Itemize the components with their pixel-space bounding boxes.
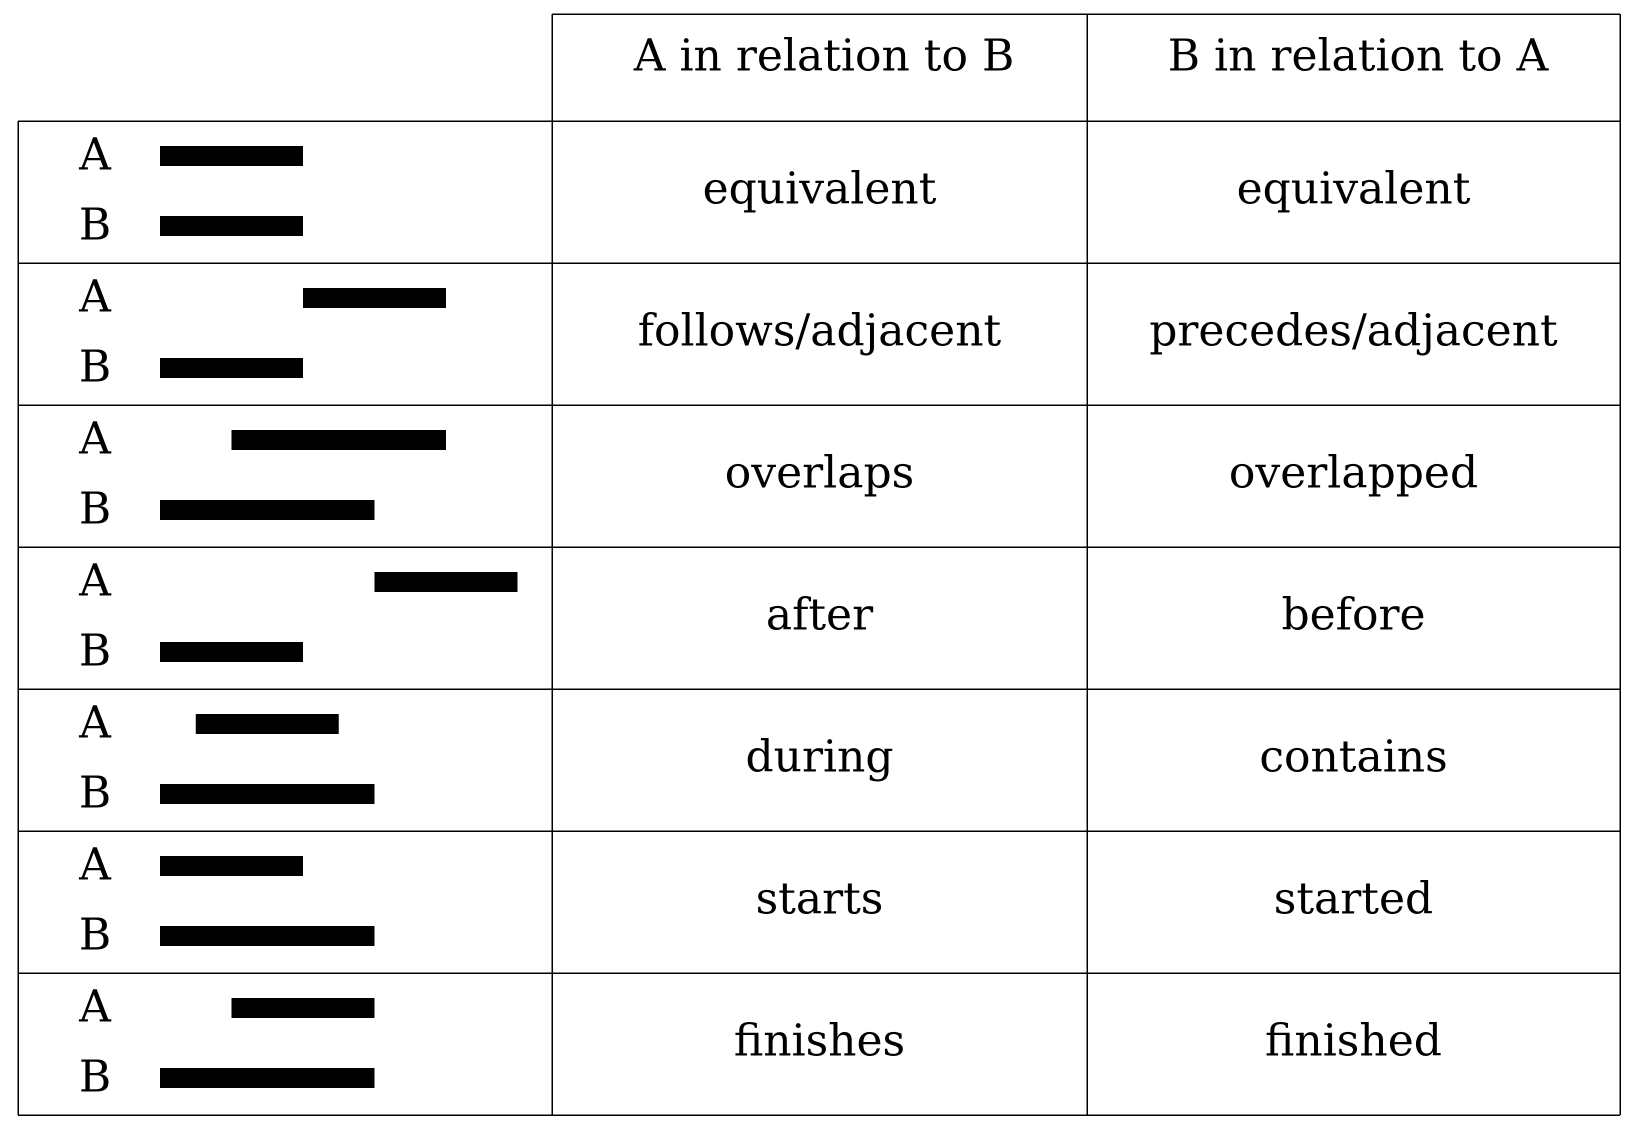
relation-b-to-a: equivalent: [1237, 164, 1471, 215]
interval-label-a: A: [78, 414, 112, 465]
interval-label-a: A: [78, 272, 112, 323]
interval-label-a: A: [78, 556, 112, 607]
interval-bar-b: [160, 926, 375, 946]
header-b-in-relation-to-a: B in relation to A: [1168, 31, 1550, 82]
interval-bar-b: [160, 1068, 375, 1088]
interval-label-a: A: [78, 698, 112, 749]
interval-label-a: A: [78, 130, 112, 181]
interval-bar-b: [160, 500, 375, 520]
interval-label-a: A: [78, 982, 112, 1033]
relation-b-to-a: contains: [1259, 732, 1447, 783]
relation-a-to-b: during: [745, 732, 893, 783]
relation-a-to-b: after: [766, 590, 874, 641]
relation-a-to-b: overlaps: [725, 448, 914, 499]
header-a-in-relation-to-b: A in relation to B: [633, 31, 1015, 82]
relation-a-to-b: finishes: [734, 1016, 905, 1067]
interval-label-b: B: [79, 200, 111, 251]
interval-label-b: B: [79, 342, 111, 393]
relation-b-to-a: overlapped: [1229, 448, 1478, 499]
interval-bar-a: [374, 572, 518, 592]
relation-a-to-b: follows/adjacent: [638, 306, 1002, 357]
relation-a-to-b: equivalent: [703, 164, 937, 215]
interval-label-b: B: [79, 1052, 111, 1103]
interval-bar-b: [160, 784, 375, 804]
relation-b-to-a: finished: [1265, 1016, 1442, 1067]
interval-bar-a: [231, 998, 375, 1018]
interval-bar-a: [160, 146, 303, 166]
relation-a-to-b: starts: [756, 874, 884, 925]
interval-bar-b: [160, 642, 303, 662]
interval-bar-b: [160, 358, 303, 378]
relation-b-to-a: precedes/adjacent: [1149, 306, 1558, 357]
table-grid: [17, 13, 1621, 1116]
interval-bar-b: [160, 216, 303, 236]
relation-b-to-a: before: [1281, 590, 1425, 641]
interval-label-b: B: [79, 768, 111, 819]
relation-b-to-a: started: [1274, 874, 1433, 925]
interval-label-a: A: [78, 840, 112, 891]
interval-bar-a: [160, 856, 303, 876]
interval-bar-a: [195, 714, 339, 734]
interval-bar-a: [231, 430, 446, 450]
interval-label-b: B: [79, 626, 111, 677]
interval-label-b: B: [79, 910, 111, 961]
interval-bar-a: [303, 288, 446, 308]
interval-label-b: B: [79, 484, 111, 535]
